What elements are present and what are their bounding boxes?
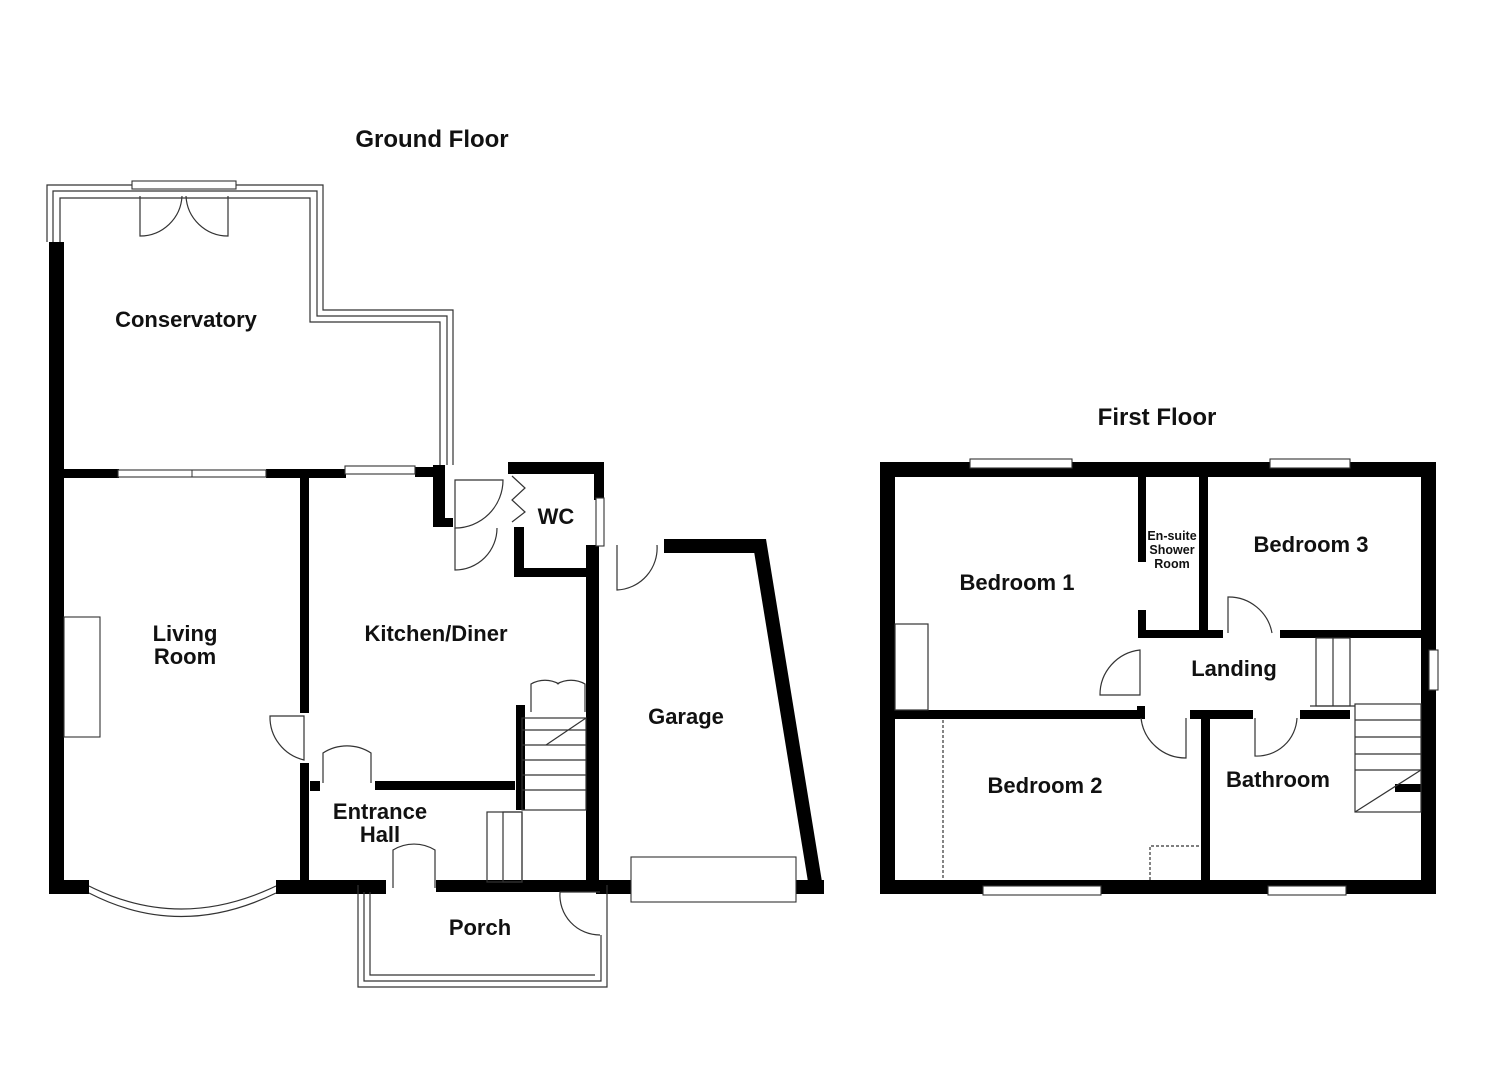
garage-label: Garage	[648, 704, 724, 729]
bedroom3-label: Bedroom 3	[1254, 532, 1369, 557]
bedroom1-label: Bedroom 1	[960, 570, 1075, 595]
wc-label: WC	[538, 504, 575, 529]
ground-stairs	[486, 717, 587, 883]
conservatory-glazing	[46, 180, 454, 465]
bathroom-label: Bathroom	[1226, 767, 1330, 792]
living-room-label-line1: Living	[153, 621, 218, 646]
ensuite-label-line3: Room	[1154, 557, 1189, 571]
entrance-hall-label-line1: Entrance	[333, 799, 427, 824]
ground-floor-fittings	[63, 465, 797, 988]
first-stairs	[1310, 637, 1422, 813]
entrance-hall-label-line2: Hall	[360, 822, 400, 847]
ground-floor-doors	[269, 475, 658, 936]
living-room-label-line2: Room	[154, 644, 216, 669]
first-floor-title: First Floor	[1098, 404, 1217, 431]
first-floor-walls	[880, 462, 1436, 894]
landing-label: Landing	[1191, 656, 1277, 681]
first-floor-doors	[1099, 596, 1298, 759]
ground-floor-title: Ground Floor	[355, 126, 508, 153]
ground-floor-walls	[49, 242, 824, 894]
kitchen-label: Kitchen/Diner	[364, 621, 507, 646]
porch-label: Porch	[449, 915, 511, 940]
first-floor-fittings	[894, 458, 1439, 896]
bedroom2-label: Bedroom 2	[988, 773, 1103, 798]
first-floor-plan: First Floor	[880, 404, 1439, 896]
ensuite-label-line2: Shower	[1149, 543, 1194, 557]
ensuite-label-line1: En-suite	[1147, 529, 1196, 543]
conservatory-label: Conservatory	[115, 307, 258, 332]
fireplace	[63, 616, 101, 738]
ground-floor-plan: Ground Floor	[46, 126, 824, 988]
